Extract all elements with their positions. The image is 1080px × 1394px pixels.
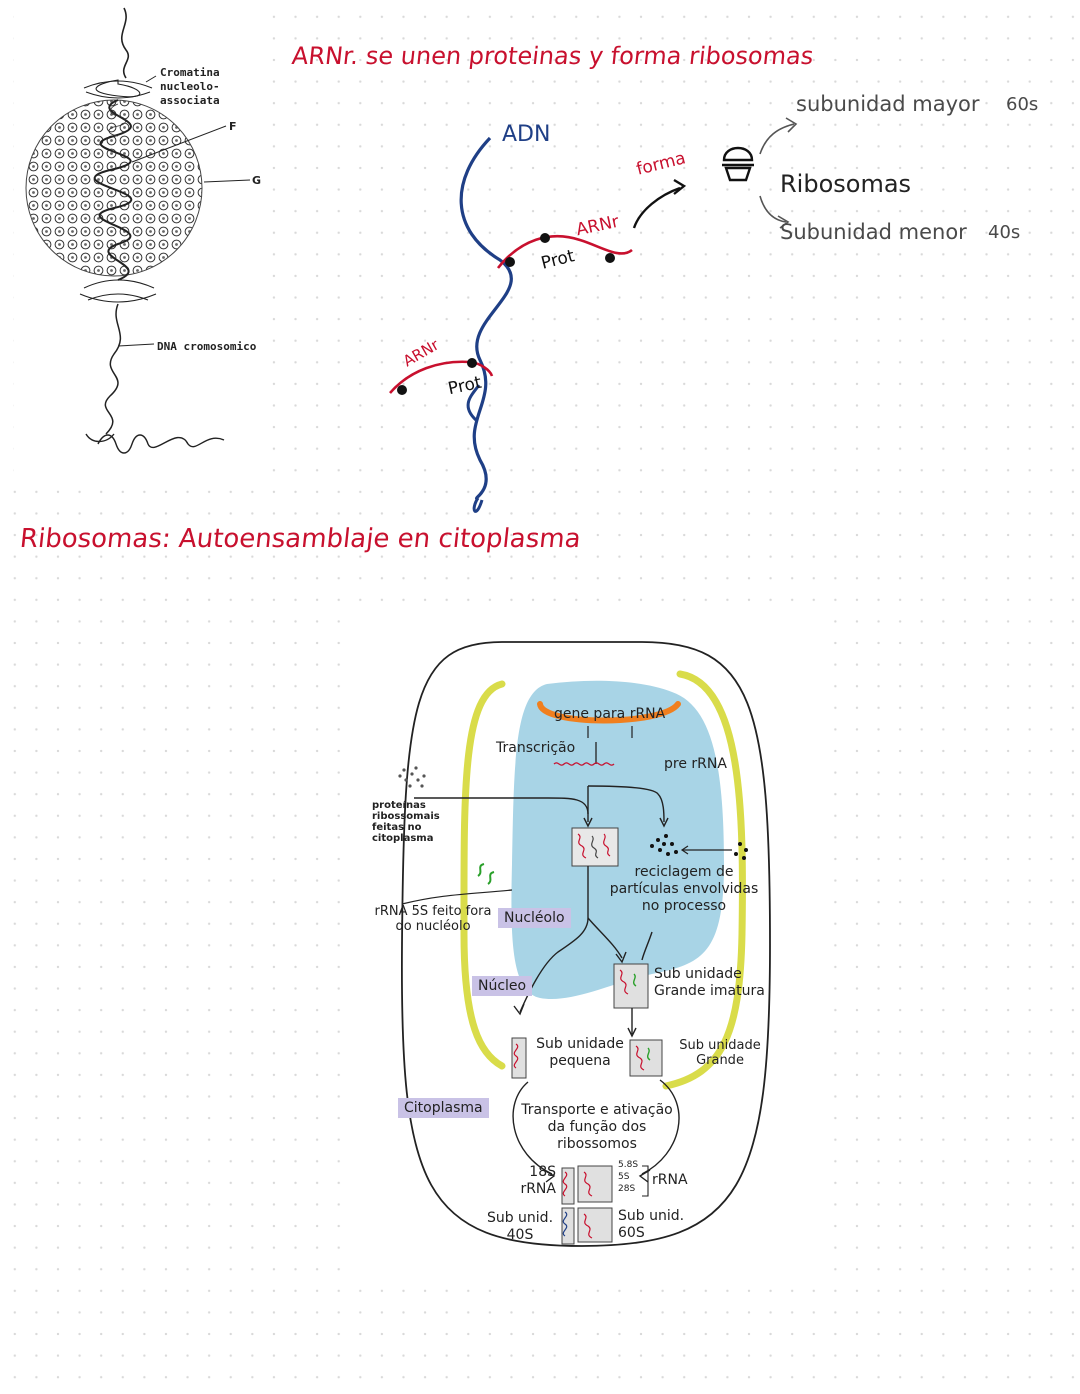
label-chromatin: Cromatina nucleolo-associata [160,66,220,107]
label-rrna-small-2: 5S [618,1172,630,1182]
label-transporte: Transporte e ativação da função dos ribo… [521,1102,673,1152]
label-sub-pequena: Sub unidade pequena [536,1036,624,1069]
label-dna: DNA cromosomico [157,340,257,353]
label-sub60: Sub unid. 60S [618,1208,685,1241]
cell-diagram: gene para rRNA Transcrição pre rRNA prot… [352,614,816,1272]
notes-title: ARNr. se unen proteinas y forma ribosoma… [290,42,815,70]
label-gene: gene para rRNA [554,706,666,722]
tag-nucleolo: Nucléolo [498,908,571,928]
label-g: G [252,174,262,187]
label-rrna-small-1: 5.8S [618,1160,639,1170]
label-pre-rrna: pre rRNA [664,756,727,772]
label-subunidad-mayor-value: 60s [1006,94,1039,115]
adn-sketch [389,136,754,513]
label-sub40: Sub unid. 40S [486,1210,554,1243]
label-proteinas: proteínas ribossomais feitas no citoplas… [372,800,440,844]
nucleolus-drawing [25,7,251,454]
label-subunidad-menor-value: 40s [988,222,1021,243]
nucleolus-figure: Cromatina nucleolo-associata F G DNA cro… [14,4,268,480]
section-title: Ribosomas: Autoensamblaje en citoplasma [18,524,583,554]
label-subunidad-mayor: subunidad mayor [796,92,980,116]
label-rrna-small-3: 28S [618,1184,636,1194]
tag-nucleo: Núcleo [472,976,533,996]
label-transcricao: Transcrição [496,740,576,756]
label-sub-grande: Sub unidade Grande [679,1038,761,1068]
ribosome-arrows [759,117,798,229]
label-rrna-right: rRNA [652,1172,688,1188]
tag-citoplasma: Citoplasma [398,1098,489,1118]
label-ribosomas: Ribosomas [780,170,912,198]
label-rrna5s: rRNA 5S feito fora do nucléolo [374,904,492,934]
label-sub-grande-imatura: Sub unidade Grande imatura [654,966,765,999]
label-adn: ADN [502,122,551,147]
label-f: F [229,120,237,133]
label-reciclagem: reciclagem de partículas envolvidas no p… [609,864,759,914]
label-subunidad-menor: Subunidad menor [780,220,967,244]
label-rrna18s: 18S rRNA [520,1164,556,1197]
